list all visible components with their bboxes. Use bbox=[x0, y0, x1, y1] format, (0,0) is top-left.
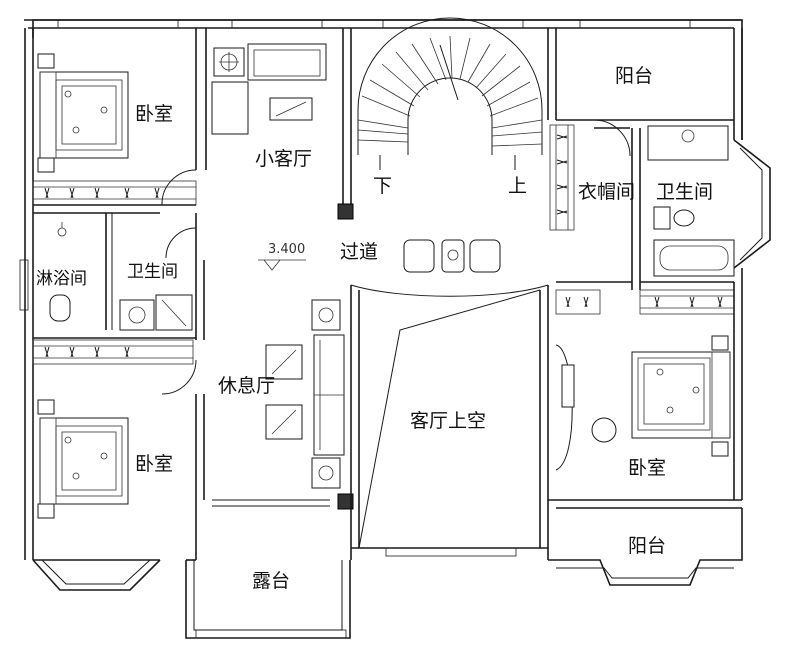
chairs-icon bbox=[403, 239, 501, 273]
staircase: 下 上 bbox=[357, 17, 543, 197]
elevation-value: 3.400 bbox=[268, 242, 305, 257]
bathtub-icon bbox=[653, 239, 735, 277]
basin-icon bbox=[119, 299, 155, 331]
room-label-bedroom-nw: 卧室 bbox=[135, 103, 173, 125]
bed-icon-sw bbox=[39, 417, 129, 505]
bedroom-nw: 卧室 bbox=[32, 53, 197, 214]
elevation-marker: 3.400 bbox=[258, 242, 306, 271]
sink-icon bbox=[647, 125, 729, 161]
balcony-ne: 阳台 bbox=[556, 65, 734, 157]
terrace: 露台 bbox=[185, 499, 351, 639]
stair-label-up: 上 bbox=[508, 175, 527, 197]
room-label-corridor: 过道 bbox=[340, 241, 378, 263]
room-label-bath-west: 卫生间 bbox=[127, 262, 178, 282]
tv-stand-icon bbox=[561, 364, 575, 408]
balcony-se: 阳台 bbox=[548, 508, 743, 586]
outer-walls bbox=[24, 19, 743, 560]
wardrobe: 衣帽间 bbox=[549, 124, 641, 290]
room-label-terrace: 露台 bbox=[252, 570, 290, 592]
chair-icon bbox=[591, 417, 617, 443]
bedroom-sw: 卧室 bbox=[32, 337, 205, 591]
bed-icon-se bbox=[631, 351, 731, 439]
room-label-small-living: 小客厅 bbox=[255, 148, 312, 170]
bath-east: 卫生间 bbox=[640, 125, 771, 283]
room-label-balcony-ne: 阳台 bbox=[615, 65, 653, 87]
armchair-icon bbox=[211, 81, 249, 135]
room-label-bedroom-se: 卧室 bbox=[628, 457, 666, 479]
small-living: 小客厅 bbox=[211, 43, 327, 170]
room-label-shower: 淋浴间 bbox=[36, 269, 87, 289]
living-void: 客厅上空 bbox=[350, 284, 549, 560]
sofa-icon bbox=[247, 43, 327, 81]
room-label-bedroom-sw: 卧室 bbox=[135, 453, 173, 475]
room-label-balcony-se: 阳台 bbox=[628, 535, 666, 557]
room-label-living-void: 客厅上空 bbox=[410, 410, 486, 432]
room-label-lounge: 休息厅 bbox=[218, 375, 275, 397]
column-icon bbox=[337, 203, 354, 220]
shower-bath-west: 淋浴间 卫生间 bbox=[36, 213, 205, 340]
toilet-icon-west bbox=[49, 294, 71, 322]
toilet-icon bbox=[653, 206, 671, 230]
bedroom-se: 卧室 bbox=[548, 268, 743, 509]
stair-label-down: 下 bbox=[373, 175, 392, 197]
room-label-wardrobe: 衣帽间 bbox=[578, 181, 635, 203]
corridor-lounge: 3.400 过道 休息厅 bbox=[218, 203, 501, 510]
column-icon-south bbox=[337, 493, 354, 510]
bed-icon bbox=[39, 71, 129, 159]
room-label-bath-east: 卫生间 bbox=[656, 181, 713, 203]
